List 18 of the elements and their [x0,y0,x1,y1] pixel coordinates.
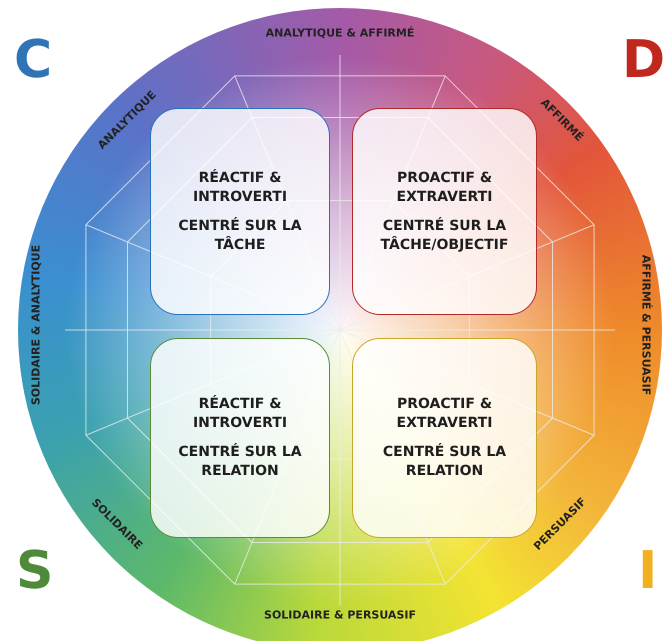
quadrant-letter: C [14,34,52,86]
trait-text: PROACTIF & EXTRAVERTI [396,395,494,433]
trait-text: RÉACTIF & INTROVERTI [192,395,288,433]
axis-label: SOLIDAIRE & PERSUASIF [264,608,416,622]
focus-text: CENTRÉ SUR LA TÂCHE [177,216,303,254]
focus-text: CENTRÉ SUR LA RELATION [177,443,303,481]
quadrant-card [352,108,537,315]
axis-label: ANALYTIQUE & AFFIRMÉ [266,26,414,40]
trait-text: RÉACTIF & INTROVERTI [192,168,288,206]
focus-text: CENTRÉ SUR LA RELATION [382,443,508,481]
quadrant-card [150,338,330,538]
quadrant-letter: S [16,545,54,597]
axis-label: SOLIDAIRE & ANALYTIQUE [30,244,42,406]
focus-text: CENTRÉ SUR LA TÂCHE/OBJECTIF [380,216,510,254]
trait-text: PROACTIF & EXTRAVERTI [396,168,494,206]
quadrant-letter: D [622,34,663,86]
quadrant-letter: I [638,545,658,597]
axis-label: AFFIRMÉ & PERSUASIF [640,254,652,396]
